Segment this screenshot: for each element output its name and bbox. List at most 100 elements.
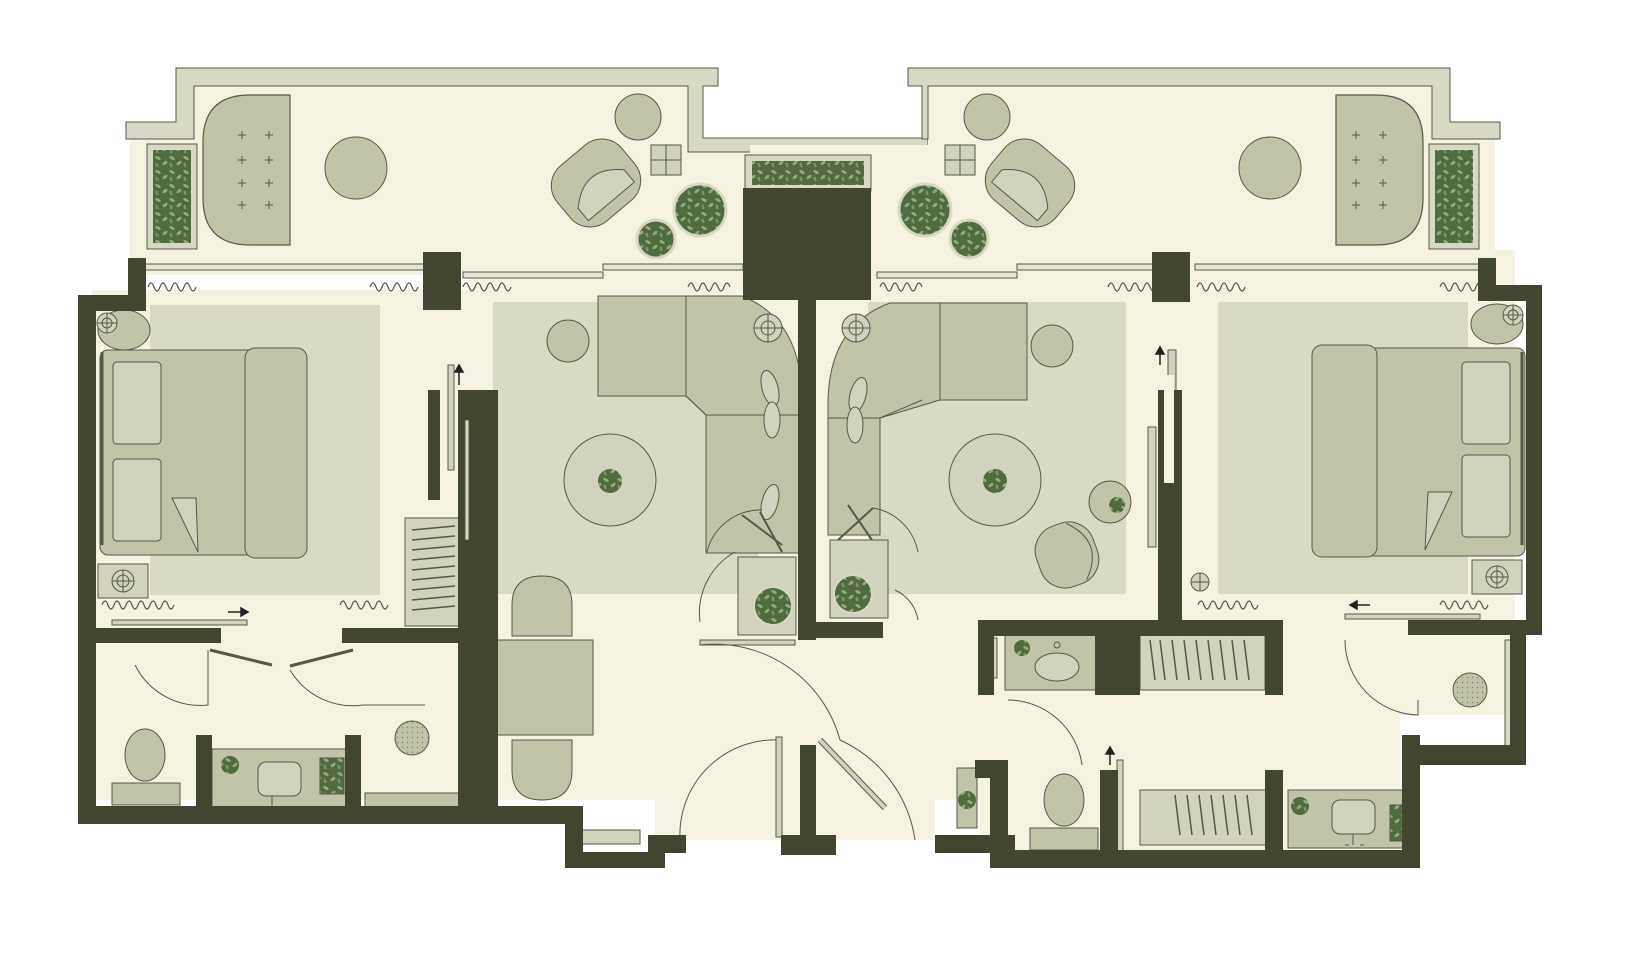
pillow — [1461, 361, 1511, 445]
balcony-right — [750, 67, 1501, 275]
bathroom-left — [111, 648, 466, 811]
door-swing — [1344, 639, 1419, 716]
planter-greenery — [153, 150, 191, 243]
dining-table — [494, 639, 594, 736]
pillow — [1461, 454, 1511, 538]
door-swing — [837, 504, 919, 621]
balcony-right-parapet — [907, 67, 1501, 140]
radiator — [339, 600, 389, 610]
radiator — [879, 282, 923, 292]
door-swing — [839, 739, 916, 841]
radiator — [147, 282, 197, 292]
plant-pot — [958, 791, 976, 809]
daybed-tufting — [1352, 131, 1387, 209]
side-table — [1238, 136, 1302, 200]
plant-pot — [598, 469, 622, 493]
side-table — [546, 319, 590, 363]
lamp-icon — [1485, 565, 1509, 589]
sofa — [827, 302, 1028, 536]
plant-pot — [833, 574, 873, 614]
plant-pot — [672, 182, 728, 238]
balcony-left — [125, 67, 929, 275]
dining-set — [494, 575, 594, 801]
door-swing — [698, 509, 783, 623]
living-left — [494, 295, 803, 801]
pillow — [112, 458, 162, 542]
radiator — [1107, 282, 1157, 292]
plant-pot — [635, 218, 677, 260]
right-arrow-icon — [228, 606, 250, 618]
door-swing — [679, 739, 781, 841]
up-arrow-icon — [453, 363, 465, 385]
bathroom-right — [956, 639, 1521, 856]
toilet-tank — [111, 782, 181, 806]
toilet — [124, 728, 166, 782]
bed — [1311, 344, 1526, 558]
radiator — [369, 282, 419, 292]
armchair — [984, 138, 1076, 228]
daybed — [1335, 94, 1424, 246]
radiator — [1196, 282, 1246, 292]
sliding-door — [1147, 426, 1157, 548]
plant-pot — [897, 182, 953, 238]
lamp-icon — [1502, 304, 1524, 326]
lamp-icon — [111, 569, 135, 593]
planter — [319, 757, 345, 795]
sofa-cushions — [846, 376, 868, 444]
side-table — [324, 136, 388, 200]
planter-greenery — [1435, 150, 1473, 243]
plant-pot — [221, 756, 239, 774]
hangers — [1149, 639, 1250, 681]
lamp-icon — [1190, 572, 1210, 592]
floor-lamp-icon — [841, 313, 871, 343]
floor-entry-hall — [655, 620, 935, 840]
vanity-sink — [257, 761, 302, 797]
sliding-door-rail — [111, 619, 248, 626]
closet-rail — [579, 829, 641, 845]
daybed-tufting — [238, 131, 273, 209]
wardrobe — [1139, 789, 1269, 846]
left-arrow-icon — [1348, 599, 1370, 611]
plant-pot — [1014, 640, 1030, 656]
sliding-door-rail — [1344, 613, 1481, 620]
lamp-icon — [96, 312, 118, 334]
side-table — [1030, 324, 1074, 368]
shower-drain — [1452, 672, 1488, 708]
up-arrow-icon — [1104, 745, 1116, 765]
daybed — [202, 94, 291, 246]
plant-pot — [1291, 797, 1309, 815]
armchair — [550, 138, 642, 228]
armchair — [1034, 521, 1100, 589]
door-swing — [699, 643, 841, 741]
hangers — [1174, 794, 1253, 836]
vanity-sink — [1331, 799, 1376, 835]
bed — [99, 347, 308, 559]
radiators — [101, 282, 1489, 610]
toilet-tank — [1029, 827, 1099, 851]
floor-lamp-icon — [753, 313, 783, 343]
toilet — [1043, 773, 1085, 827]
dining-chair — [511, 575, 573, 637]
door-swing — [1007, 699, 1083, 766]
right-utility — [984, 634, 1266, 766]
side-table — [614, 93, 662, 141]
pillow — [112, 361, 162, 445]
up-arrow-icon — [1154, 345, 1166, 365]
radiator — [101, 600, 175, 610]
bedroom-right — [1190, 303, 1526, 620]
dining-chair — [511, 739, 573, 801]
radiator — [462, 282, 512, 292]
shower-drain — [394, 720, 430, 756]
plant-pot — [983, 469, 1007, 493]
radiator — [1439, 600, 1489, 610]
center-planter-greenery — [752, 161, 864, 185]
radiator — [687, 282, 731, 292]
plant-pot — [753, 586, 793, 626]
hangers — [411, 525, 456, 611]
window-glazing — [144, 263, 1486, 279]
sofa-cushions — [760, 369, 781, 521]
side-table — [963, 93, 1011, 141]
plant-pot — [1109, 497, 1125, 513]
door-openings — [464, 375, 1174, 541]
